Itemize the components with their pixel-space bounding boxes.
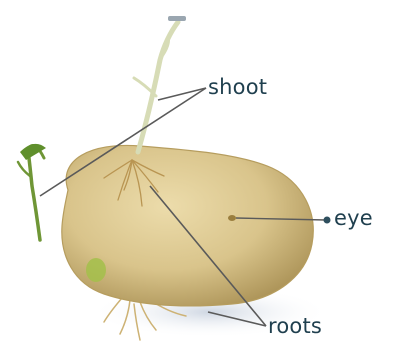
potato-eye bbox=[228, 215, 236, 221]
shoot-label: shoot bbox=[208, 77, 267, 98]
green-sprout bbox=[18, 146, 44, 241]
eye-label: eye bbox=[334, 208, 373, 229]
green-bud bbox=[86, 258, 106, 282]
potato-body bbox=[62, 145, 313, 305]
shoot-tip bbox=[168, 16, 186, 21]
tall-shoot bbox=[134, 22, 178, 152]
roots-label: roots bbox=[268, 316, 322, 337]
